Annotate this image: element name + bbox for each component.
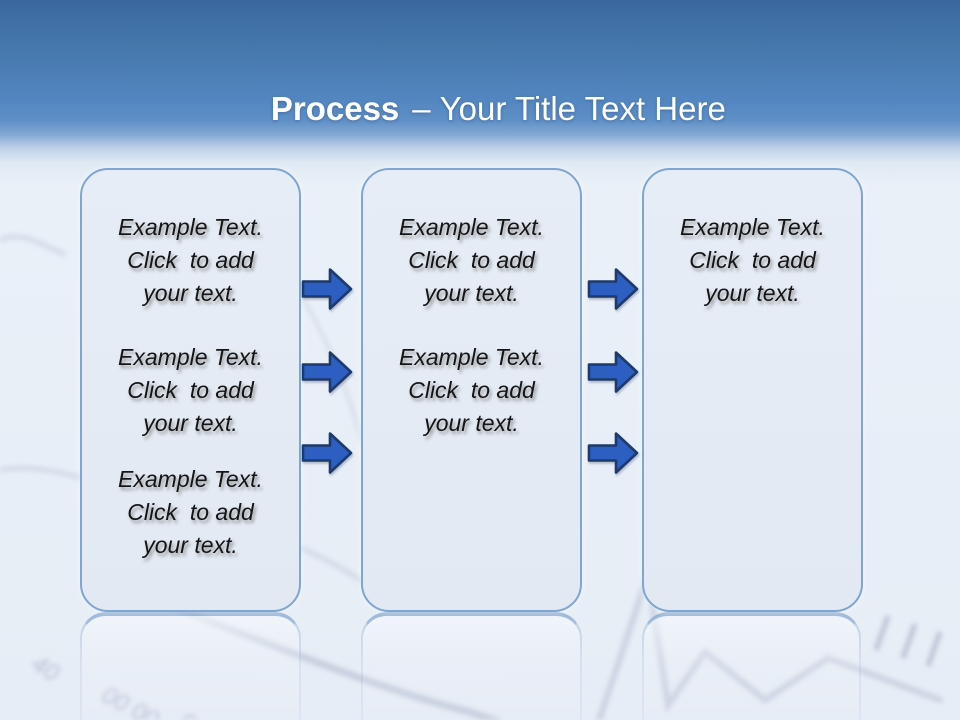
placeholder-line: your text. [424,280,519,306]
placeholder-line: your text. [424,410,519,436]
placeholder-line: Example Text. [118,466,263,492]
process-box-2[interactable]: Example Text. Click to add your text. Ex… [361,168,582,612]
flow-arrow-icon [587,432,639,474]
process-box-1[interactable]: Example Text. Click to add your text. Ex… [80,168,301,612]
title-keyword: Process [270,90,400,127]
panel-reflection [642,612,861,720]
text-placeholder[interactable]: Example Text. Click to add your text. [648,211,857,310]
text-placeholder[interactable]: Example Text. Click to add your text. [86,341,295,440]
flow-arrow-icon [301,268,353,310]
text-placeholder[interactable]: Example Text. Click to add your text. [367,211,576,310]
placeholder-line: Click to add [127,247,254,273]
panel-reflection [80,612,301,720]
panel-reflection [361,612,582,720]
placeholder-line: your text. [705,280,800,306]
text-placeholder[interactable]: Example Text. Click to add your text. [86,463,295,562]
placeholder-line: Example Text. [399,344,544,370]
placeholder-line: Click to add [127,499,254,525]
placeholder-line: Click to add [127,377,254,403]
flow-arrow-icon [301,432,353,474]
placeholder-line: your text. [143,532,238,558]
placeholder-line: Example Text. [118,214,263,240]
process-box-3[interactable]: Example Text. Click to add your text. [642,168,863,612]
flow-arrow-icon [301,351,353,393]
text-placeholder[interactable]: Example Text. Click to add your text. [367,341,576,440]
slide-title-placeholder[interactable]: Process–Your Title Text Here [0,52,960,166]
placeholder-line: Click to add [408,247,535,273]
placeholder-line: Click to add [689,247,816,273]
title-separator: – [412,90,431,127]
flow-arrow-icon [587,351,639,393]
chart-tick-marks [873,615,943,667]
placeholder-line: Example Text. [118,344,263,370]
placeholder-line: Example Text. [680,214,825,240]
watermark-axis-number: 40 [27,650,64,687]
text-placeholder[interactable]: Example Text. Click to add your text. [86,211,295,310]
flow-arrow-icon [587,268,639,310]
placeholder-line: your text. [143,280,238,306]
title-text: Your Title Text Here [439,90,726,127]
placeholder-line: Click to add [408,377,535,403]
placeholder-line: your text. [143,410,238,436]
placeholder-line: Example Text. [399,214,544,240]
